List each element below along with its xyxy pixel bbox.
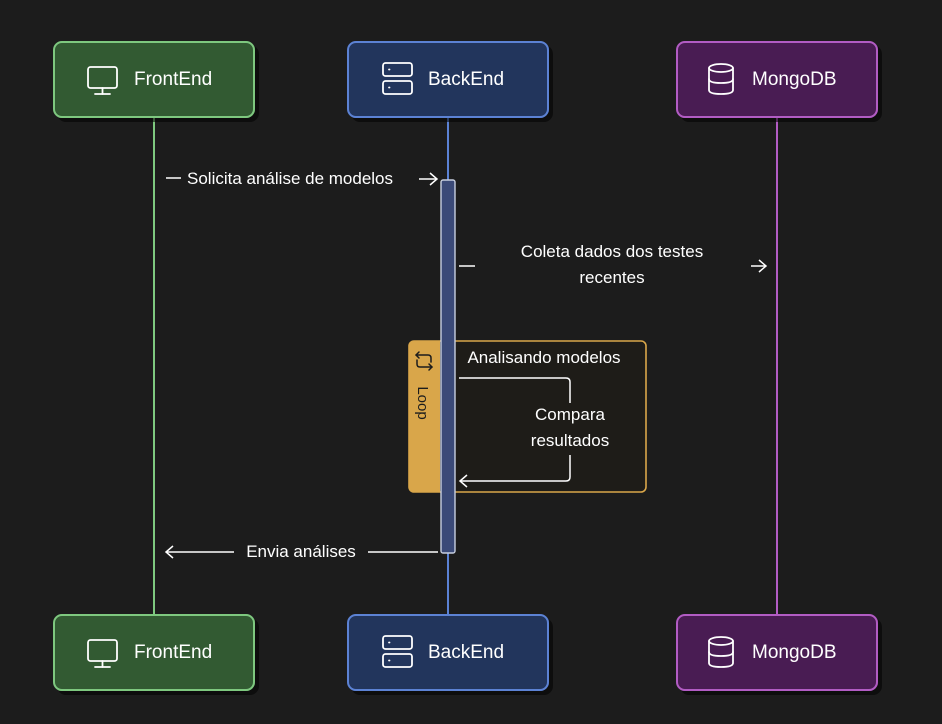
monitor-icon	[87, 66, 118, 95]
message-send-analyses: Envia análises	[164, 542, 438, 561]
server-icon	[382, 635, 413, 668]
loop-condition-label: Analisando modelos	[467, 348, 620, 367]
loop-kind-label: Loop	[414, 386, 431, 419]
message-collect-data: Coleta dados dos testes recentes	[459, 242, 768, 287]
participant-mongodb-bottom: MongoDB	[676, 614, 878, 691]
participant-backend-bottom: BackEnd	[347, 614, 549, 691]
database-icon	[708, 63, 734, 95]
message-label-line2: resultados	[531, 431, 609, 450]
loop-tab	[409, 341, 440, 492]
participant-name: BackEnd	[428, 642, 504, 663]
participant-frontend-bottom: FrontEnd	[53, 614, 255, 691]
arrowhead-right	[758, 259, 768, 273]
participant-backend-top: BackEnd	[347, 41, 549, 118]
message-label-line2: recentes	[579, 268, 644, 287]
participant-mongodb-top: MongoDB	[676, 41, 878, 118]
participant-name: MongoDB	[752, 642, 837, 663]
message-compare-results: Compara resultados	[458, 377, 609, 488]
database-icon	[708, 636, 734, 668]
server-icon	[382, 62, 413, 95]
message-label-line1: Compara	[535, 405, 605, 424]
backend-activation-bar	[440, 179, 456, 554]
participant-name: MongoDB	[752, 69, 837, 90]
participant-name: FrontEnd	[134, 69, 212, 90]
message-label-line1: Coleta dados dos testes	[521, 242, 703, 261]
arrowhead-left	[458, 474, 468, 488]
message-label: Envia análises	[246, 542, 356, 561]
monitor-icon	[87, 639, 118, 668]
loop-icon	[415, 351, 433, 371]
arrowhead-left	[164, 545, 174, 559]
participant-name: FrontEnd	[134, 642, 212, 663]
message-label: Solicita análise de modelos	[187, 169, 393, 188]
message-request-analysis: Solicita análise de modelos	[166, 169, 439, 188]
participant-name: BackEnd	[428, 69, 504, 90]
arrowhead-right	[429, 172, 439, 186]
participant-frontend-top: FrontEnd	[53, 41, 255, 118]
